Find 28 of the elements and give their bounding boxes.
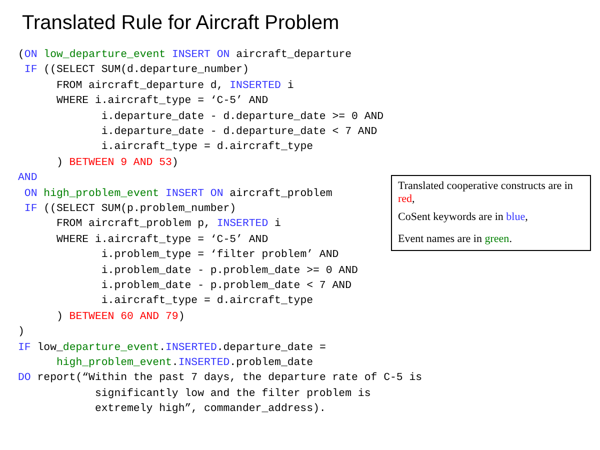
slide-title: Translated Rule for Aircraft Problem [22, 12, 340, 35]
code-line: FROM aircraft_departure d, INSERTED i [56, 78, 294, 93]
code-line: i.aircraft_type = d.aircraft_type [101, 294, 314, 308]
code-line: i.departure_date - d.departure_date >= 0 AND [101, 110, 384, 124]
note-text: Translated cooperative constructs are in red, [398, 180, 574, 206]
note-text: Event names are in green. [398, 233, 513, 246]
code-line: WHERE i.aircraft_type = ‘C-5’ AND [56, 94, 268, 108]
code-line: ON high_problem_event INSERT ON aircraft_problem [24, 186, 332, 201]
code-line: i.problem_type = ‘filter problem’ AND [101, 248, 339, 262]
code-line: AND [18, 171, 38, 186]
code-line: IF ((SELECT SUM(d.departure_number) [24, 63, 249, 78]
code-line: ) [18, 325, 24, 340]
code-line: ) BETWEEN 9 AND 53) [56, 156, 178, 170]
code-line: extremely high”, commander_address). [94, 402, 326, 416]
code-line: high_problem_event.INSERTED.problem_date [56, 356, 314, 370]
code-line: i.problem_date - p.problem_date < 7 AND [101, 279, 352, 293]
code-line: ) BETWEEN 60 AND 79) [56, 310, 185, 324]
code-line: DO report(“Within the past 7 days, the departure rate of C-5 is [18, 371, 422, 386]
code-line: (ON low_departure_event INSERT ON aircraft_departure [18, 48, 352, 62]
code-line: i.problem_date - p.problem_date >= 0 AND [101, 264, 358, 278]
code-line: IF low_departure_event.INSERTED.departure_date = [18, 340, 326, 355]
code-line: i.aircraft_type = d.aircraft_type [101, 140, 314, 154]
note-text: CoSent keywords are in blue, [398, 211, 529, 224]
code-line: significantly low and the filter problem is [94, 386, 371, 401]
code-line: IF ((SELECT SUM(p.problem_number) [24, 202, 236, 216]
code-line: i.departure_date - d.departure_date < 7 AND [101, 125, 378, 139]
code-line: WHERE i.aircraft_type = ‘C-5’ AND [56, 232, 268, 247]
code-line: FROM aircraft_problem p, INSERTED i [56, 217, 281, 232]
